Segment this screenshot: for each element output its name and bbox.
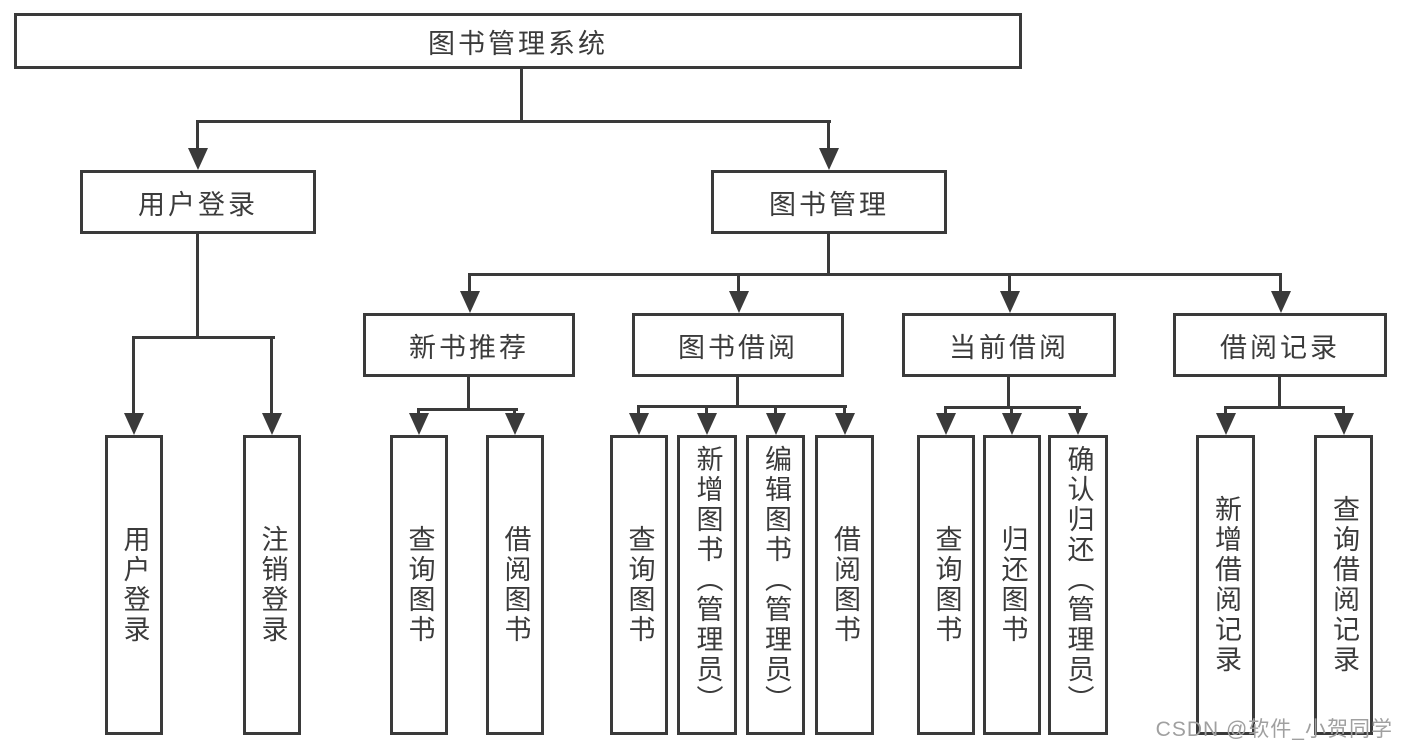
node-root-label: 图书管理系统 bbox=[428, 28, 608, 59]
arrow-to-leaf-logout bbox=[261, 336, 282, 435]
arrow-to-record-query bbox=[1333, 406, 1354, 435]
leaf-borrow-edit-admin: 编辑图书（管理员） bbox=[746, 435, 805, 735]
leaf-current-return: 归还图书 bbox=[983, 435, 1041, 735]
node-borrow-record: 借阅记录 bbox=[1173, 313, 1387, 377]
arrow-to-borrow-borrow bbox=[834, 405, 855, 435]
arrow-to-book-borrow bbox=[728, 273, 749, 313]
connector-user-login-hline bbox=[132, 336, 275, 339]
node-user-login: 用户登录 bbox=[80, 170, 316, 234]
arrow-to-newbook-borrow bbox=[504, 408, 525, 435]
leaf-current-confirm-admin-label: 确认归还（管理员） bbox=[1063, 445, 1094, 715]
arrow-to-current-return bbox=[1001, 406, 1022, 435]
leaf-current-query-label: 查询图书 bbox=[931, 525, 962, 645]
connector-book-management-stub bbox=[827, 234, 830, 276]
leaf-current-confirm-admin: 确认归还（管理员） bbox=[1048, 435, 1108, 735]
connector-user-login-stub bbox=[196, 234, 199, 339]
arrow-to-current-confirm bbox=[1067, 406, 1088, 435]
connector-borrow-record-stub bbox=[1278, 377, 1281, 409]
connector-current-borrow-stub bbox=[1007, 377, 1010, 409]
connector-book-borrow-hline bbox=[637, 405, 847, 408]
node-current-borrow: 当前借阅 bbox=[902, 313, 1116, 377]
watermark: CSDN @软件_小贺同学 bbox=[1155, 718, 1393, 741]
connector-root-stub bbox=[520, 69, 523, 123]
leaf-newbook-borrow-label: 借阅图书 bbox=[500, 525, 531, 645]
arrow-to-borrow-edit bbox=[765, 405, 786, 435]
leaf-borrow-query-label: 查询图书 bbox=[624, 525, 655, 645]
node-current-borrow-label: 当前借阅 bbox=[949, 332, 1069, 363]
leaf-record-add: 新增借阅记录 bbox=[1196, 435, 1255, 735]
node-book-borrow: 图书借阅 bbox=[632, 313, 844, 377]
arrow-to-user-login bbox=[187, 120, 208, 170]
node-book-management: 图书管理 bbox=[711, 170, 947, 234]
leaf-current-query: 查询图书 bbox=[917, 435, 975, 735]
leaf-newbook-borrow: 借阅图书 bbox=[486, 435, 544, 735]
connector-level2-hline bbox=[468, 273, 1282, 276]
connector-book-borrow-stub bbox=[736, 377, 739, 408]
arrow-to-record-add bbox=[1215, 406, 1236, 435]
arrow-to-new-book bbox=[459, 273, 480, 313]
node-borrow-record-label: 借阅记录 bbox=[1220, 332, 1340, 363]
connector-new-book-stub bbox=[467, 377, 470, 411]
arrow-to-book-management bbox=[818, 120, 839, 170]
leaf-record-query: 查询借阅记录 bbox=[1314, 435, 1373, 735]
leaf-record-query-label: 查询借阅记录 bbox=[1329, 495, 1360, 675]
leaf-record-add-label: 新增借阅记录 bbox=[1211, 495, 1242, 675]
node-new-book-recommend-label: 新书推荐 bbox=[409, 332, 529, 363]
leaf-newbook-query: 查询图书 bbox=[390, 435, 448, 735]
arrow-to-borrow-add bbox=[696, 405, 717, 435]
leaf-user-login: 用户登录 bbox=[105, 435, 163, 735]
leaf-current-return-label: 归还图书 bbox=[997, 525, 1028, 645]
connector-borrow-record-hline bbox=[1224, 406, 1345, 409]
node-book-management-label: 图书管理 bbox=[769, 189, 889, 220]
arrow-to-newbook-query bbox=[408, 408, 429, 435]
leaf-borrow-add-admin: 新增图书（管理员） bbox=[677, 435, 737, 735]
leaf-logout: 注销登录 bbox=[243, 435, 301, 735]
arrow-to-leaf-user-login bbox=[123, 336, 144, 435]
leaf-borrow-query: 查询图书 bbox=[610, 435, 668, 735]
leaf-borrow-edit-admin-label: 编辑图书（管理员） bbox=[761, 445, 792, 715]
leaf-borrow-add-admin-label: 新增图书（管理员） bbox=[692, 445, 723, 715]
connector-new-book-hline bbox=[417, 408, 518, 411]
leaf-borrow-borrow: 借阅图书 bbox=[815, 435, 874, 735]
node-root: 图书管理系统 bbox=[14, 13, 1022, 69]
node-book-borrow-label: 图书借阅 bbox=[678, 332, 798, 363]
leaf-newbook-query-label: 查询图书 bbox=[404, 525, 435, 645]
node-user-login-label: 用户登录 bbox=[138, 189, 258, 220]
arrow-to-borrow-query bbox=[628, 405, 649, 435]
node-new-book-recommend: 新书推荐 bbox=[363, 313, 575, 377]
leaf-logout-label: 注销登录 bbox=[257, 525, 288, 645]
arrow-to-current-borrow bbox=[999, 273, 1020, 313]
leaf-borrow-borrow-label: 借阅图书 bbox=[830, 525, 861, 645]
arrow-to-borrow-record bbox=[1270, 273, 1291, 313]
leaf-user-login-label: 用户登录 bbox=[119, 525, 150, 645]
connector-level1-hline bbox=[196, 120, 831, 123]
arrow-to-current-query bbox=[935, 406, 956, 435]
